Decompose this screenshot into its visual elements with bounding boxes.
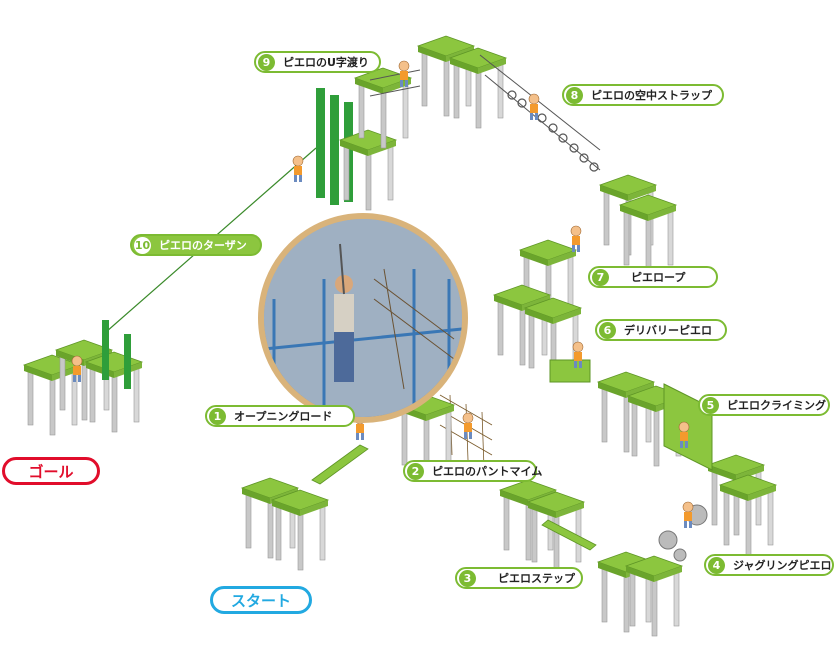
- station-label-5[interactable]: 5 ピエロクライミング: [698, 394, 830, 416]
- top-towers: [417, 35, 677, 276]
- station-name: ピエロのパントマイム: [432, 465, 543, 478]
- station-label-7[interactable]: 7 ピエロープ: [588, 266, 718, 288]
- station-number: 10: [134, 236, 151, 254]
- station-name: ピエロープ: [631, 271, 686, 284]
- station-number: 3: [459, 569, 476, 587]
- station-name: ピエロの空中ストラップ: [591, 89, 712, 102]
- goal-label: ゴール: [2, 457, 100, 485]
- station-label-2[interactable]: 2 ピエロのパントマイム: [403, 460, 542, 482]
- start-label: スタート: [210, 586, 312, 614]
- station-label-1[interactable]: 1 オープニングロード: [205, 405, 355, 427]
- station-name: ピエロのターザン: [159, 239, 247, 252]
- strap-rings: [507, 90, 599, 172]
- station-label-4[interactable]: 4 ジャグリングピエロ: [704, 554, 834, 576]
- station-number: 8: [566, 86, 583, 104]
- step-boards: [311, 444, 597, 551]
- station-name: ピエロステップ: [498, 572, 575, 585]
- station-number: 4: [708, 556, 725, 574]
- station-number: 5: [702, 396, 719, 414]
- station-name: ピエロクライミング: [727, 399, 826, 412]
- station-label-10[interactable]: 10 ピエロのターザン: [130, 234, 262, 256]
- station-number: 6: [599, 321, 616, 339]
- station-name: オープニングロード: [234, 410, 333, 423]
- activity-photo: [258, 213, 468, 423]
- juggling-balls: [658, 504, 708, 562]
- station-name: ピエロのU字渡り: [283, 56, 369, 69]
- goal-platform: [23, 320, 143, 436]
- station-number: 7: [592, 268, 609, 286]
- station-label-9[interactable]: 9 ピエロのU字渡り: [254, 51, 381, 73]
- station-label-6[interactable]: 6 デリバリーピエロ: [595, 319, 727, 341]
- station-label-8[interactable]: 8 ピエロの空中ストラップ: [562, 84, 724, 106]
- station-number: 9: [258, 53, 275, 71]
- station-number: 2: [407, 462, 424, 480]
- station-name: ジャグリングピエロ: [733, 559, 832, 572]
- tarzan-tower: [316, 67, 412, 211]
- station-label-3[interactable]: 3 ピエロステップ: [455, 567, 583, 589]
- photo-scene: [264, 219, 462, 417]
- station-number: 1: [209, 407, 226, 425]
- station-name: デリバリーピエロ: [624, 324, 712, 337]
